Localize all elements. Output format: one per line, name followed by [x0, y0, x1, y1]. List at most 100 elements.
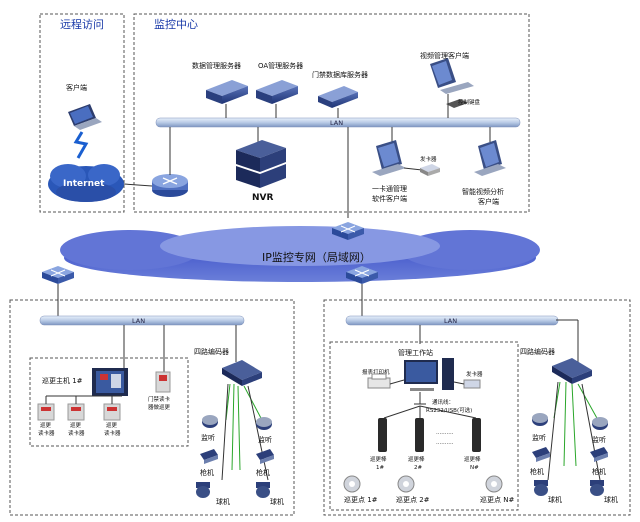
patrol-stick-1-label: 巡更棒 [370, 455, 387, 463]
left-gun-camera-a-icon [200, 449, 218, 464]
patrol-reader-2-label-b: 读卡器 [68, 429, 85, 437]
internet-cloud-icon [48, 164, 124, 202]
remote-region-title: 远程访问 [60, 18, 104, 31]
report-printer-icon [367, 373, 391, 389]
usb-cable-icon [414, 392, 426, 405]
oa-server-icon [256, 80, 298, 104]
card-client-label-1: 一卡通管理 [372, 184, 407, 193]
door-reader-label-2: 器做巡更 [148, 403, 171, 411]
left-dome-a-label: 球机 [216, 497, 230, 506]
left-dome-b-label: 球机 [270, 497, 284, 506]
left-encoder-icon [222, 360, 262, 386]
right-listen-b-icon [592, 417, 608, 430]
video-client-label: 视频管理客户端 [420, 51, 469, 60]
client-label: 客户端 [66, 83, 87, 92]
door-server-label: 门禁数据库服务器 [312, 70, 368, 79]
left-listen-b-icon [256, 417, 272, 430]
right-listen-b-label: 监听 [592, 435, 606, 444]
patrol-point-3-icon [485, 475, 503, 493]
patrol-reader-1-label: 巡更 [40, 421, 52, 429]
workstation-tower-icon [442, 358, 454, 390]
right-reader-icon [463, 379, 481, 389]
patrol-host-label: 巡更主机 1# [42, 376, 83, 385]
patrol-stick-1-num: 1# [376, 465, 384, 471]
comm-line-label-2: RS232/USB(可选) [426, 406, 472, 414]
left-lan-bar [39, 315, 245, 326]
card-client-label-2: 软件客户端 [372, 194, 407, 203]
wan-label: IP监控专网（局域网） [262, 250, 371, 264]
patrol-reader-1-label-b: 读卡器 [38, 429, 55, 437]
left-gun-camera-b-icon [256, 449, 274, 464]
patrol-reader-3-icon [103, 403, 121, 421]
right-lan-label: LAN [444, 317, 457, 325]
card-reader-label: 发卡器 [420, 155, 437, 163]
right-gun-a-label: 枪机 [530, 467, 544, 476]
patrol-stick-3-icon [472, 418, 481, 452]
workstation-subsystem-frame [329, 341, 519, 511]
patrol-point-2-label: 巡更点 2# [396, 495, 430, 504]
comm-line-label-1: 通讯线： [432, 398, 454, 406]
right-switch-icon [346, 266, 378, 284]
left-gun-b-label: 枪机 [256, 468, 270, 477]
core-switch-icon [332, 222, 364, 240]
left-encoder-label: 四路编码器 [194, 347, 229, 356]
patrol-point-1-label: 巡更点 1# [344, 495, 378, 504]
nvr-icon [236, 140, 286, 188]
monitor-region-frame [133, 13, 530, 213]
left-gun-a-label: 枪机 [200, 468, 214, 477]
patrol-subsystem-frame [29, 357, 189, 447]
right-reader-label: 发卡器 [466, 370, 483, 378]
report-printer-label: 报表打印机 [362, 368, 390, 376]
left-listen-a-icon [202, 415, 218, 428]
wan-cloud-icon [60, 226, 540, 282]
sticks-ellipsis-2: .......... [436, 440, 454, 446]
remote-region-frame [39, 13, 125, 213]
right-encoder-label: 四路编码器 [520, 347, 555, 356]
card-client-workstation-icon [372, 140, 406, 176]
patrol-host-icon [92, 368, 128, 396]
control-keyboard-label: 控制键盘 [458, 98, 481, 106]
right-site-frame [323, 299, 631, 516]
right-dome-camera-a-icon [534, 480, 548, 496]
laptop-icon [68, 104, 102, 130]
workstation-label: 管理工作站 [398, 348, 433, 357]
patrol-point-1-icon [343, 475, 361, 493]
patrol-stick-2-icon [415, 418, 424, 452]
door-server-icon [318, 86, 358, 108]
door-reader-label-1: 门禁读卡 [148, 395, 171, 403]
ai-client-workstation-icon [474, 140, 506, 176]
top-lan-label: LAN [330, 119, 343, 127]
patrol-reader-2-label: 巡更 [70, 421, 82, 429]
right-listen-a-label: 监听 [532, 433, 546, 442]
patrol-stick-3-num: N# [470, 465, 479, 471]
ai-client-label-1: 智能视频分析 [462, 187, 504, 196]
nvr-label: NVR [252, 193, 273, 203]
monitor-region-title: 监控中心 [154, 17, 198, 31]
right-encoder-icon [552, 358, 592, 384]
router-icon [152, 174, 188, 197]
door-reader-icon [155, 371, 171, 393]
left-lan-label: LAN [132, 317, 145, 325]
left-dome-camera-b-icon [256, 482, 270, 498]
patrol-reader-3-label: 巡更 [106, 421, 118, 429]
patrol-reader-1-icon [37, 403, 55, 421]
patrol-reader-3-label-b: 读卡器 [104, 429, 121, 437]
card-reader-icon [420, 164, 440, 176]
patrol-point-3-label: 巡更点 N# [480, 495, 514, 504]
left-switch-icon [42, 266, 74, 284]
data-server-icon [206, 80, 248, 104]
oa-server-label: OA管理服务器 [258, 61, 303, 70]
patrol-stick-2-num: 2# [414, 465, 422, 471]
patrol-stick-1-icon [378, 418, 387, 452]
left-site-frame [9, 299, 295, 516]
patrol-stick-2-label: 巡更棒 [408, 455, 425, 463]
left-dome-camera-a-icon [196, 482, 210, 498]
patrol-point-2-icon [397, 475, 415, 493]
wireless-link-icon [73, 131, 89, 159]
right-listen-a-icon [532, 413, 548, 426]
right-dome-a-label: 球机 [548, 495, 562, 504]
data-server-label: 数据管理服务器 [192, 61, 241, 70]
workstation-monitor-icon [404, 360, 438, 391]
patrol-stick-3-label: 巡更棒 [464, 455, 481, 463]
